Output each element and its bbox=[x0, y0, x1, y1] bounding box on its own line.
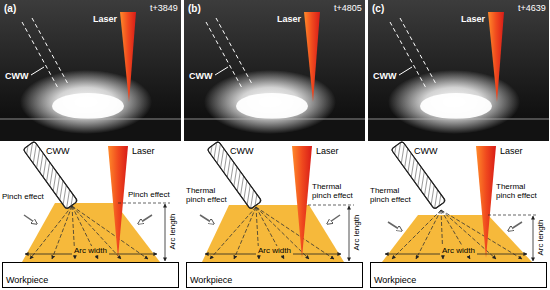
dimension-label: Arc width bbox=[256, 246, 293, 255]
wire-label: CWW bbox=[230, 146, 254, 156]
wire-label: CWW bbox=[414, 146, 438, 156]
workpiece-block: Workpiece bbox=[186, 262, 363, 288]
dimension-label: Arc length bbox=[168, 214, 177, 250]
effect-label: Pinch effect bbox=[2, 192, 44, 201]
workpiece-block: Workpiece bbox=[2, 262, 179, 288]
panel-tag: (c) bbox=[372, 3, 384, 15]
wire-label: CWW bbox=[5, 71, 29, 81]
dimension-label: Arc length bbox=[536, 220, 545, 256]
workpiece-block: Workpiece bbox=[370, 262, 547, 288]
workpiece-label: Workpiece bbox=[6, 276, 48, 286]
frame-time: t+4639 bbox=[518, 3, 546, 13]
laser-label: Laser bbox=[316, 146, 339, 156]
effect-label: Pinch effect bbox=[128, 190, 170, 199]
laser-label: Laser bbox=[461, 14, 485, 24]
wire-label: CWW bbox=[46, 146, 70, 156]
laser-label: Laser bbox=[132, 146, 155, 156]
laser-label: Laser bbox=[93, 14, 117, 24]
wire-label: CWW bbox=[373, 71, 397, 81]
dimension-label: Arc width bbox=[72, 246, 109, 255]
frame-time: t+4805 bbox=[334, 3, 362, 13]
effect-label: Thermal pinch effect bbox=[370, 186, 414, 204]
dimension-label: Arc width bbox=[440, 246, 477, 255]
panel-tag: (a) bbox=[4, 3, 16, 15]
panel-tag: (b) bbox=[188, 3, 201, 15]
workpiece-label: Workpiece bbox=[374, 276, 416, 286]
workpiece-label: Workpiece bbox=[190, 276, 232, 286]
effect-label: Thermal pinch effect bbox=[496, 182, 544, 200]
laser-label: Laser bbox=[500, 146, 523, 156]
frame-time: t+3849 bbox=[150, 3, 178, 13]
dimension-label: Arc length bbox=[352, 215, 361, 251]
effect-label: Thermal pinch effect bbox=[186, 186, 230, 204]
wire-label: CWW bbox=[189, 71, 213, 81]
effect-label: Thermal pinch effect bbox=[312, 182, 360, 200]
laser-label: Laser bbox=[277, 14, 301, 24]
